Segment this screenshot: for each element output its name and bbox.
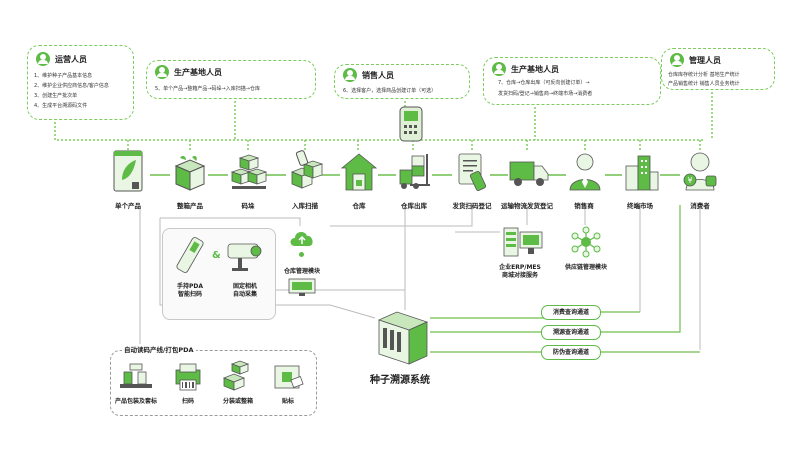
role-sales: 销售人员 6、选择客户，选择商品创建订单（可选） <box>334 64 470 99</box>
pda-terminal-icon <box>399 106 423 142</box>
worker-icon <box>492 62 506 76</box>
stage-label: 终端市场 <box>627 202 653 210</box>
role-line: 5、单个产品→整箱产品→码垛→入库扫描→仓库 <box>155 86 260 92</box>
role-line: 1、维护种子产品基本信息 <box>34 73 93 79</box>
pallet-boxes-icon <box>230 154 268 189</box>
fixed-camera-icon <box>227 243 262 271</box>
role-title: 生产基地人员 <box>174 68 222 77</box>
stage-label: 消费者 <box>690 202 710 210</box>
svg-text:¥: ¥ <box>687 176 692 185</box>
role-line: 3、创建生产批次单 <box>34 93 78 99</box>
anti-counterfeit-channel: 防伪查询通道 <box>541 345 601 360</box>
stage-label: 单个产品 <box>115 202 141 210</box>
city-building-icon <box>625 155 659 191</box>
split-box-icon <box>222 360 250 391</box>
stage-label: 发货扫码登记 <box>452 202 492 210</box>
role-title: 管理人员 <box>689 56 721 65</box>
role-line: 仓库库存统计分析 基地生产统计 <box>668 72 740 78</box>
dot-connector <box>299 252 304 257</box>
and-sign: & <box>212 250 221 261</box>
role-line: 发货扫码/登记→销售商→终端市场→消费者 <box>498 91 593 97</box>
device-label-camera: 固定相机 自动采集 <box>232 283 258 298</box>
role-line: 4、生成平台溯源码文件 <box>34 103 88 109</box>
device-label-pda: 手持PDA 智能扫码 <box>176 283 204 298</box>
stage-label: 仓库出库 <box>401 202 427 210</box>
person-icon <box>343 68 357 82</box>
role-production-base-2: 生产基地人员 7、仓库→仓库出库（可反向创建订单）→ 发货扫码/登记→销售商→终… <box>483 57 661 105</box>
stage-label: 整箱产品 <box>177 202 203 210</box>
trace-query-channel: 溯源查询通道 <box>541 325 601 340</box>
stage-label: 码垛 <box>241 202 255 210</box>
consumer-icon: ¥ <box>683 152 717 191</box>
auto-line-box <box>110 350 317 416</box>
cloud-upload-icon <box>290 232 313 246</box>
forklift-icon <box>399 154 430 189</box>
device-panel <box>162 228 276 320</box>
server-rack-icon <box>377 311 429 365</box>
box-icon <box>174 155 206 191</box>
erp-label: 企业ERP/MES 商城对接服务 <box>499 264 541 279</box>
stage-label: 入库扫描 <box>292 202 318 210</box>
auto-item-label: 分装或整箱 <box>222 398 254 405</box>
role-title: 运营人员 <box>55 55 87 64</box>
auto-item-label: 贴标 <box>281 398 295 405</box>
role-management: 管理人员 仓库库存统计分析 基地生产统计 产品销售统计 销售人员业务统计 <box>661 48 775 90</box>
erp-server-icon <box>503 227 543 257</box>
dealer-icon <box>569 153 601 191</box>
auto-line-title: 自动读码产线/打包PDA <box>122 344 196 354</box>
role-line: 产品销售统计 销售人员业务统计 <box>668 81 740 87</box>
auto-item-label: 扫码 <box>181 398 195 405</box>
stage-label: 仓库 <box>352 202 366 210</box>
packaging-line-icon <box>120 363 152 388</box>
warehouse-module-label: 仓库管理模块 <box>283 268 321 275</box>
delivery-truck-icon <box>509 161 549 186</box>
stage-label: 销售商 <box>574 202 594 210</box>
handheld-pda-icon <box>176 237 204 273</box>
role-production-base: 生产基地人员 5、单个产品→整箱产品→码垛→入库扫描→仓库 <box>146 60 316 99</box>
consumer-query-channel: 消费查询通道 <box>541 305 601 320</box>
label-box-icon <box>274 365 304 389</box>
role-line: 6、选择客户，选择商品创建订单（可选） <box>343 88 437 94</box>
worker-icon <box>155 65 169 79</box>
shipping-scan-icon <box>458 153 487 192</box>
role-title: 销售人员 <box>362 71 394 80</box>
person-icon <box>670 53 684 67</box>
person-icon <box>36 52 50 66</box>
role-line: 7、仓库→仓库出库（可反向创建订单）→ <box>498 80 590 86</box>
warehouse-icon <box>340 153 378 191</box>
auto-item-label: 产品包装及套标 <box>114 398 158 405</box>
stage-label: 运输物流发货登记 <box>501 202 553 210</box>
network-hub-icon <box>571 226 601 258</box>
role-title: 生产基地人员 <box>511 65 559 74</box>
seed-packet-icon <box>113 150 143 192</box>
role-line: 2、维护企业供应商信息/客户信息 <box>34 83 109 89</box>
scan-printer-icon <box>175 363 201 391</box>
role-operations: 运营人员 1、维护种子产品基本信息 2、维护企业供应商信息/客户信息 3、创建生… <box>27 45 134 120</box>
supply-chain-label: 供应链管理模块 <box>564 264 608 271</box>
inbound-scan-icon <box>290 150 324 189</box>
system-title: 种子溯源系统 <box>370 375 430 386</box>
monitor-icon <box>288 278 316 296</box>
